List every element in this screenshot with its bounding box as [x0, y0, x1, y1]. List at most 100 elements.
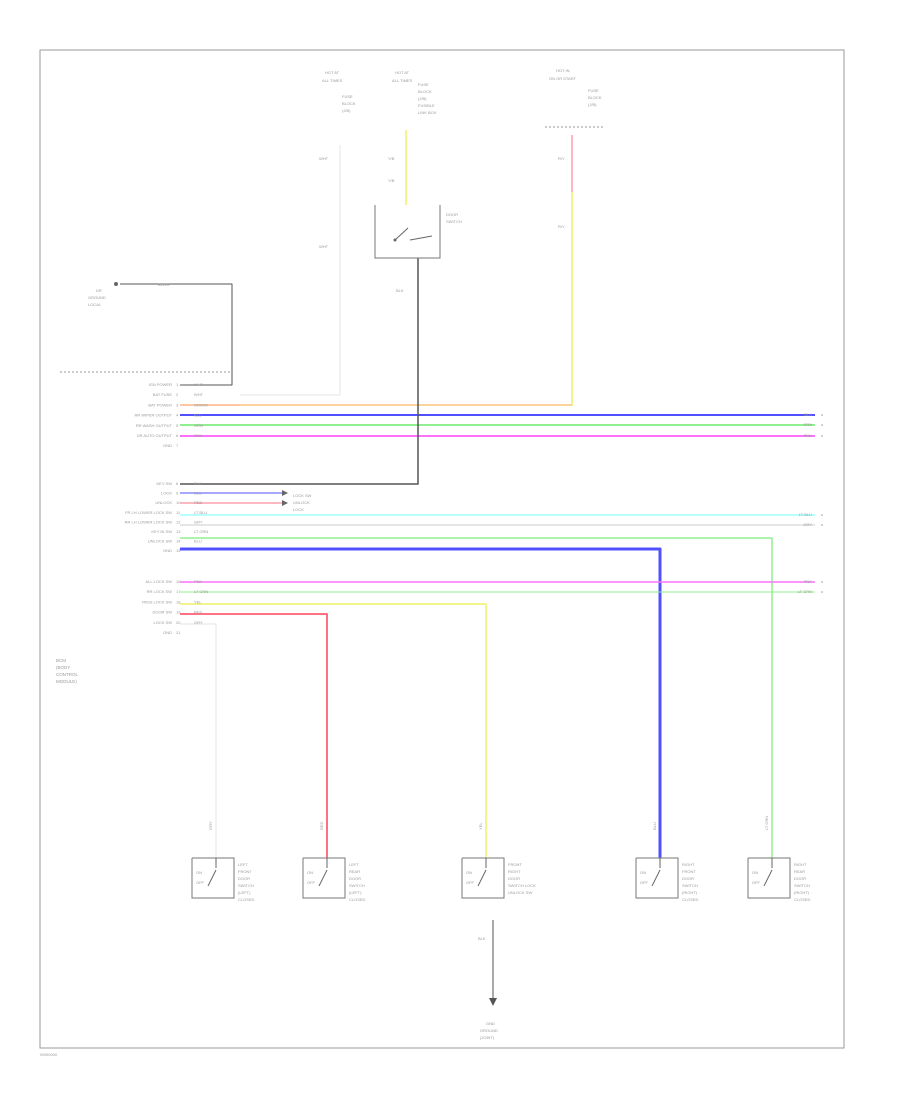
bottom-switch-on: ON — [466, 870, 472, 875]
pin-number: 7 — [176, 443, 179, 448]
door-switch-pivot — [393, 238, 397, 242]
fuse-3-wire: R/Y — [558, 156, 565, 161]
bottom-switch: LT GRNONOFFRIGHTREARDOORSWITCH(RIGHT)CLO… — [747, 816, 811, 902]
bottom-switch-label: CLOSED — [682, 897, 699, 902]
bottom-switch-on: ON — [640, 870, 646, 875]
left-ground: DR GROUND LOCAL BLK/R — [60, 282, 232, 373]
door-switch-label-1: DOOR — [446, 212, 458, 217]
fuse-3-fuse-line3: (J/B) — [588, 102, 597, 107]
bottom-switch-label: LEFT — [238, 862, 248, 867]
door-switch-wire: BLK — [396, 288, 404, 293]
pin-name: RR LOCK SW — [147, 589, 173, 594]
lock-label-1: LOCK SW — [293, 493, 312, 498]
pin-number: 8 — [176, 481, 179, 486]
pin-name: GND — [163, 548, 172, 553]
bottom-switches: GRYONOFFLEFTFRONTDOORSWITCH(LEFT)CLOSEDR… — [191, 816, 811, 902]
pin-number: 10 — [176, 500, 181, 505]
lock-label-2: UNLOCK — [293, 500, 310, 505]
pin-name: IGN POWER — [149, 382, 172, 387]
bottom-switch: BLUONOFFRIGHTFRONTDOORSWITCH(RIGHT)CLOSE… — [635, 822, 699, 902]
module-label: BCM (BODY CONTROL MODULE) — [56, 658, 78, 684]
pin-wire-color: LT GRN — [194, 529, 208, 534]
pin-name: LOCK SW — [154, 620, 173, 625]
to-dot — [821, 514, 823, 516]
bottom-switch-label: REAR — [794, 869, 805, 874]
bottom-switch-label: (RIGHT) — [682, 890, 698, 895]
lock-labels: LOCK SW UNLOCK LOCK — [293, 493, 312, 512]
fuse-block-2: HOT AT ALL TIMES FUSE BLOCK (J/B) FUSIBL… — [388, 70, 437, 183]
pin-number: 19 — [176, 610, 181, 615]
wire-blk-keysw — [180, 258, 419, 485]
pin-name: RR WIPER OUTPUT — [134, 413, 172, 418]
wire-gry-locksw — [180, 623, 217, 858]
door-switch: DOOR SWITCH BLK — [374, 205, 462, 293]
door-switch-rest — [409, 235, 433, 241]
to-label: GRY — [803, 522, 812, 527]
module-label-4: MODULE) — [56, 679, 77, 684]
pin-number: 11 — [176, 510, 181, 515]
pin-name: ALL LOCK SW — [145, 579, 172, 584]
bottom-switch-wire: LT GRN — [764, 816, 769, 830]
bottom-switch-label: CLOSED — [349, 897, 366, 902]
pin-wire-color: PNK — [194, 433, 203, 438]
bottom-switch-label: DOOR — [238, 876, 250, 881]
to-dot — [821, 581, 823, 583]
pin-number: 18 — [176, 599, 181, 604]
to-label: PNK — [804, 433, 813, 438]
door-switch-label-2: SWITCH — [446, 219, 462, 224]
bottom-switch-label: FRONT — [238, 869, 252, 874]
pin-name: BAT FUSE — [153, 392, 173, 397]
module-label-2: (BODY — [56, 665, 70, 670]
fuse-2-fuse-line3: (J/B) — [418, 96, 427, 101]
bottom-switch-contact — [651, 869, 661, 887]
pin-wire-color: GRY — [194, 519, 203, 524]
bottom-switch-label: SWITCH — [349, 883, 365, 888]
to-label: LT BLU — [799, 512, 812, 517]
pin-name: GND — [163, 443, 172, 448]
bottom-switch-contact — [207, 869, 217, 887]
arrow-icon — [282, 490, 288, 496]
pin-number: 5 — [176, 423, 179, 428]
pin-number: 16 — [176, 579, 181, 584]
bottom-switch-label: RIGHT — [682, 862, 695, 867]
fuse-3-fuse-line2: BLOCK — [588, 95, 602, 100]
bottom-switch-label: CLOSED — [794, 897, 811, 902]
bottom-switch-on: ON — [307, 870, 313, 875]
pin-wire-color: WHT — [194, 382, 204, 387]
pin-wire-color: GRY — [194, 620, 203, 625]
pin-wire-color: BLU — [194, 491, 202, 496]
diagram-frame — [39, 49, 845, 1049]
module-label-1: BCM — [56, 658, 66, 663]
pin-wire-color: WHT — [194, 392, 204, 397]
pin-wire-color: LT GRN — [194, 589, 208, 594]
bottom-switch-off: OFF — [466, 880, 475, 885]
bottom-switch-wire: BLU — [652, 822, 657, 830]
fuse-2-hot-line1: HOT AT — [395, 70, 410, 75]
to-label: GRN — [803, 422, 812, 427]
bottom-switch-label: RIGHT — [794, 862, 807, 867]
wire-wht-ign — [240, 145, 341, 396]
pin-wire-color: LT BLU — [194, 510, 207, 515]
bottom-switch-label: CLOSED — [238, 897, 255, 902]
bottom-switch-label: SWITCH — [794, 883, 810, 888]
fuse-block-1: HOT AT ALL TIMES FUSE BLOCK (J/B) WHT WH… — [319, 70, 356, 249]
fuse-2-wire-lower: Y/B — [388, 178, 395, 183]
to-label: BLU — [804, 412, 812, 417]
pin-name: RR LH LOWER LOCK SW — [125, 519, 173, 524]
fuse-1-fuse-line2: BLOCK — [342, 101, 356, 106]
